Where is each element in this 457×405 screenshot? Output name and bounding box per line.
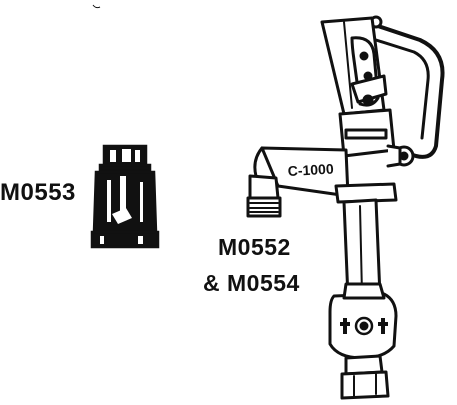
label-m0552: M0552	[218, 234, 291, 260]
label-m0554: & M0554	[203, 270, 300, 296]
label-m0553: M0553	[0, 179, 76, 206]
stray-mark	[92, 4, 101, 9]
hydrant-model-text: C-1000	[287, 161, 334, 179]
hydrant-illustration: C-1000	[246, 15, 445, 400]
part-m0553-illustration	[90, 144, 160, 249]
